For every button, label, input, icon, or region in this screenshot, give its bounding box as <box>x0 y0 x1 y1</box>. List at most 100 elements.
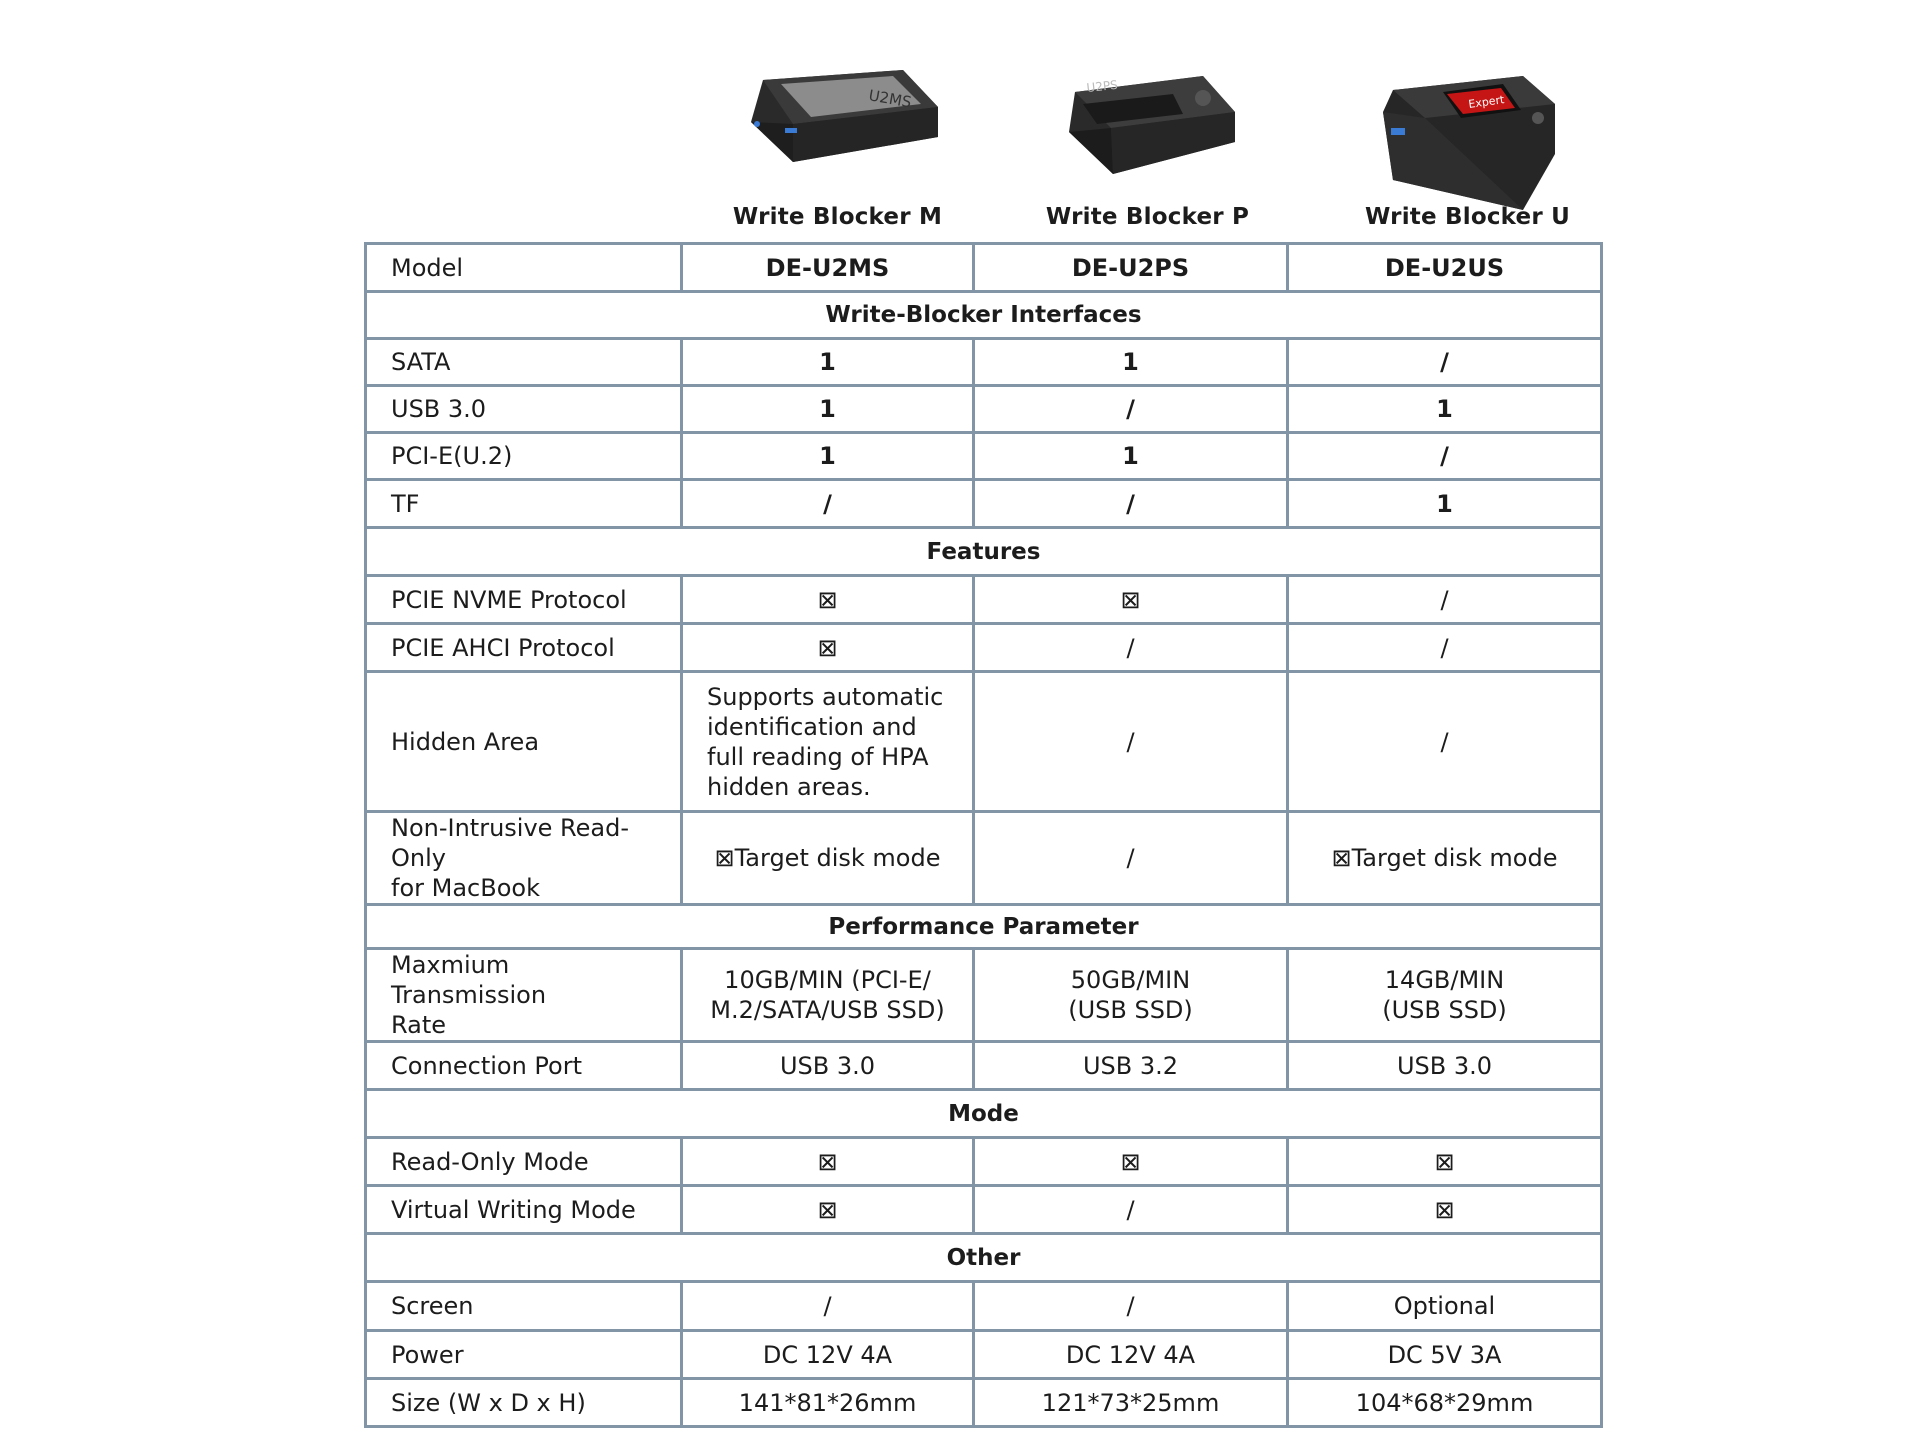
table-cell: / <box>1286 622 1603 673</box>
row-label-line: Non-Intrusive Read-Only <box>391 814 630 872</box>
table-cell: 10GB/MIN (PCI-E/ M.2/SATA/USB SSD) <box>680 947 975 1043</box>
table-row-model: Model DE-U2MS DE-U2PS DE-U2US <box>364 242 1603 293</box>
table-cell: / <box>972 1184 1289 1235</box>
table-cell: USB 3.0 <box>680 1040 975 1091</box>
check-icon: ⊠ <box>680 1184 975 1235</box>
product-name: Write Blocker P <box>1045 204 1250 230</box>
product-write-blocker-m: U2MS Write Blocker M <box>680 58 995 238</box>
check-icon: ⊠ <box>972 1136 1289 1187</box>
cell-line: (USB SSD) <box>1382 996 1507 1024</box>
row-label: Screen <box>364 1280 683 1332</box>
section-mode: Mode <box>364 1088 1603 1139</box>
table-cell: 1 <box>680 384 975 434</box>
row-label: Read-Only Mode <box>364 1136 683 1187</box>
table-row: PCIE NVME Protocol ⊠ ⊠ / <box>364 574 1603 625</box>
table-cell: / <box>972 1280 1289 1332</box>
section-features: Features <box>364 526 1603 577</box>
row-label: TF <box>364 478 683 529</box>
table-row: PCI-E(U.2) 1 1 / <box>364 431 1603 481</box>
row-label: Model <box>364 242 683 293</box>
table-cell: USB 3.0 <box>1286 1040 1603 1091</box>
row-label: Connection Port <box>364 1040 683 1091</box>
table-cell: USB 3.2 <box>972 1040 1289 1091</box>
section-title: Features <box>364 526 1603 577</box>
table-cell: Optional <box>1286 1280 1603 1332</box>
hidden-area-description: Supports automatic identification and fu… <box>707 682 944 801</box>
table-cell: 141*81*26mm <box>680 1377 975 1428</box>
row-label: Hidden Area <box>364 670 683 813</box>
table-cell: / <box>972 670 1289 813</box>
table-row: Hidden Area Supports automatic identific… <box>364 670 1603 813</box>
table-cell: DC 12V 4A <box>680 1329 975 1380</box>
table-cell: / <box>972 478 1289 529</box>
table-row: Connection Port USB 3.0 USB 3.2 USB 3.0 <box>364 1040 1603 1091</box>
table-row: Screen / / Optional <box>364 1280 1603 1332</box>
table-row: Non-Intrusive Read-Only for MacBook ⊠Tar… <box>364 810 1603 906</box>
table-row: USB 3.0 1 / 1 <box>364 384 1603 434</box>
table-cell: 50GB/MIN (USB SSD) <box>972 947 1289 1043</box>
table-cell: 1 <box>972 337 1289 387</box>
table-cell: 1 <box>680 431 975 481</box>
table-cell: 1 <box>680 337 975 387</box>
table-cell: ⊠Target disk mode <box>1286 810 1603 906</box>
row-label-line: Maxmium Transmission <box>391 951 547 1009</box>
product-header: U2MS Write Blocker M U2PS Write Blocker … <box>680 58 1625 238</box>
model-cell: DE-U2PS <box>972 242 1289 293</box>
model-cell: DE-U2MS <box>680 242 975 293</box>
row-label: USB 3.0 <box>364 384 683 434</box>
table-cell: / <box>680 1280 975 1332</box>
product-write-blocker-p: U2PS Write Blocker P <box>990 58 1305 238</box>
row-label: Maxmium Transmission Rate <box>364 947 683 1043</box>
table-row: TF / / 1 <box>364 478 1603 529</box>
row-label: PCIE AHCI Protocol <box>364 622 683 673</box>
write-blocker-m-image: U2MS <box>750 70 938 162</box>
table-row: Virtual Writing Mode ⊠ / ⊠ <box>364 1184 1603 1235</box>
row-label: Power <box>364 1329 683 1380</box>
table-cell: Supports automatic identification and fu… <box>680 670 975 813</box>
table-row: PCIE AHCI Protocol ⊠ / / <box>364 622 1603 673</box>
cell-line: M.2/SATA/USB SSD) <box>710 996 945 1024</box>
table-cell: 121*73*25mm <box>972 1377 1289 1428</box>
write-blocker-p-image: U2PS <box>1068 76 1235 174</box>
table-row: Maxmium Transmission Rate 10GB/MIN (PCI-… <box>364 947 1603 1043</box>
table-cell: / <box>972 622 1289 673</box>
section-other: Other <box>364 1232 1603 1283</box>
check-icon: ⊠ <box>972 574 1289 625</box>
section-performance: Performance Parameter <box>364 903 1603 950</box>
section-title: Mode <box>364 1088 1603 1139</box>
table-cell: / <box>680 478 975 529</box>
table-cell: / <box>972 810 1289 906</box>
row-label-line: for MacBook <box>391 874 540 902</box>
check-icon: ⊠ <box>680 1136 975 1187</box>
cell-line: 10GB/MIN (PCI-E/ <box>724 966 931 994</box>
spec-table: Model DE-U2MS DE-U2PS DE-U2US Write-Bloc… <box>364 242 1603 1428</box>
check-icon: ⊠ <box>680 622 975 673</box>
table-cell: ⊠Target disk mode <box>680 810 975 906</box>
device-label-text: Expert <box>1467 93 1505 111</box>
table-row: SATA 1 1 / <box>364 337 1603 387</box>
table-cell: 14GB/MIN (USB SSD) <box>1286 947 1603 1043</box>
table-cell: 104*68*29mm <box>1286 1377 1603 1428</box>
product-write-blocker-u: Expert Write Blocker U <box>1310 58 1625 238</box>
row-label-line: Rate <box>391 1011 447 1039</box>
row-label: Size (W x D x H) <box>364 1377 683 1428</box>
table-row: Power DC 12V 4A DC 12V 4A DC 5V 3A <box>364 1329 1603 1380</box>
table-row: Read-Only Mode ⊠ ⊠ ⊠ <box>364 1136 1603 1187</box>
table-cell: / <box>1286 431 1603 481</box>
table-cell: / <box>972 384 1289 434</box>
row-label: SATA <box>364 337 683 387</box>
table-cell: / <box>1286 670 1603 813</box>
table-cell: DC 5V 3A <box>1286 1329 1603 1380</box>
cell-line: 14GB/MIN <box>1384 966 1505 994</box>
row-label: Non-Intrusive Read-Only for MacBook <box>364 810 683 906</box>
cell-line: 50GB/MIN <box>1070 966 1191 994</box>
table-row: Size (W x D x H) 141*81*26mm 121*73*25mm… <box>364 1377 1603 1428</box>
table-cell: / <box>1286 337 1603 387</box>
table-cell: 1 <box>972 431 1289 481</box>
check-icon: ⊠ <box>680 574 975 625</box>
device-label-text: U2PS <box>1085 78 1118 95</box>
table-cell: / <box>1286 574 1603 625</box>
product-name: Write Blocker U <box>1365 204 1570 230</box>
write-blocker-u-image: Expert <box>1382 76 1555 210</box>
